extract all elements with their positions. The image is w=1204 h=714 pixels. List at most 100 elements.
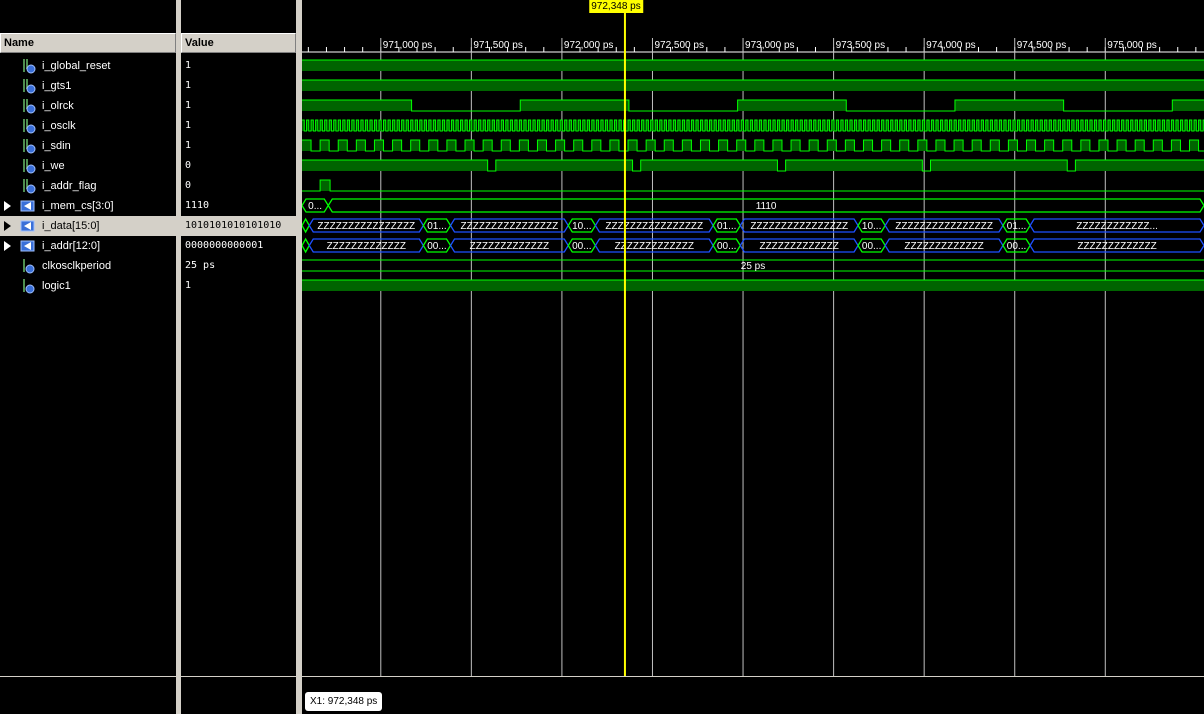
wave-i-osclk-high bbox=[763, 120, 767, 131]
wave-i-osclk-high bbox=[501, 120, 504, 131]
expand-arrow-icon[interactable] bbox=[4, 221, 11, 231]
signal-name: logic1 bbox=[42, 280, 71, 292]
signal-value[interactable]: 1010101010101010 bbox=[181, 216, 296, 236]
timeline-tick-label: 972,000 ps bbox=[564, 40, 614, 51]
wave-i-osclk-high bbox=[659, 120, 662, 131]
wave-i-osclk-high bbox=[858, 120, 862, 131]
value-column-header[interactable]: Value bbox=[181, 33, 296, 53]
wave-i-osclk-high bbox=[1126, 120, 1129, 131]
wave-i-sdin-high bbox=[863, 140, 873, 151]
cursor-time-label[interactable]: 972,348 ps bbox=[589, 0, 643, 13]
wave-i-addr-segment[interactable] bbox=[302, 237, 310, 254]
wave-i-osclk-high bbox=[913, 120, 916, 131]
wave-i-osclk-high bbox=[999, 120, 1002, 131]
wave-i-osclk-high bbox=[369, 120, 373, 131]
signal-value[interactable]: 25 ps bbox=[185, 260, 216, 271]
wave-i-osclk-high bbox=[935, 120, 939, 131]
wave-i-osclk-high bbox=[668, 120, 672, 131]
signal-row[interactable]: logic1 bbox=[0, 276, 176, 296]
signal-row[interactable]: i_we bbox=[0, 156, 176, 176]
wave-i-osclk-high bbox=[863, 120, 866, 131]
wave-i-sdin[interactable] bbox=[302, 139, 1204, 152]
wave-i-osclk-high bbox=[582, 120, 586, 131]
signal-row[interactable]: i_olrck bbox=[0, 96, 176, 116]
wave-i-osclk-high bbox=[768, 120, 771, 131]
signal-row[interactable]: i_mem_cs[3:0] bbox=[0, 196, 176, 216]
wave-i-olrck[interactable] bbox=[302, 99, 1204, 112]
wave-i-osclk-high bbox=[1180, 120, 1183, 131]
signal-name: i_sdin bbox=[42, 140, 71, 152]
expand-arrow-icon[interactable] bbox=[4, 201, 11, 211]
wave-i-sdin-high bbox=[392, 140, 402, 151]
wave-i-sdin-high bbox=[881, 140, 891, 151]
wave-i-addr-flag[interactable] bbox=[302, 179, 1204, 192]
signal-name: i_global_reset bbox=[42, 60, 111, 72]
signal-value[interactable]: 0000000000001 bbox=[185, 240, 264, 251]
wave-i-osclk-high bbox=[840, 120, 844, 131]
wave-i-osclk-high bbox=[695, 120, 699, 131]
signal-row[interactable]: clkosclkperiod bbox=[0, 256, 176, 276]
wave-i-osclk-high bbox=[406, 120, 409, 131]
signal-value[interactable]: 1 bbox=[185, 280, 192, 291]
wave-i-sdin-high bbox=[646, 140, 656, 151]
signal-value[interactable]: 1 bbox=[185, 120, 192, 131]
wave-i-data-segment[interactable] bbox=[1029, 218, 1204, 233]
wave-i-osclk-high bbox=[519, 120, 522, 131]
wave-i-sdin-high bbox=[899, 140, 909, 151]
wave-i-gts1[interactable] bbox=[302, 80, 1204, 91]
signal-row[interactable]: i_data[15:0] bbox=[0, 216, 176, 236]
wave-i-osclk[interactable] bbox=[302, 119, 1204, 132]
wave-i-data-segment[interactable] bbox=[302, 217, 310, 234]
wave-i-osclk-high bbox=[360, 120, 364, 131]
wave-i-osclk-high bbox=[849, 120, 853, 131]
bus-icon bbox=[20, 218, 36, 234]
wave-i-osclk-high bbox=[772, 120, 776, 131]
signal-value[interactable]: 1 bbox=[185, 140, 192, 151]
wave-i-addr-segment[interactable] bbox=[1029, 238, 1204, 253]
wave-i-osclk-high bbox=[673, 120, 676, 131]
name-value-splitter[interactable] bbox=[176, 0, 181, 714]
name-column-header[interactable]: Name bbox=[0, 33, 176, 53]
wave-i-osclk-high bbox=[1017, 120, 1020, 131]
signal-value[interactable]: 1110 bbox=[185, 200, 210, 211]
wave-i-sdin-high bbox=[682, 140, 692, 151]
wave-i-osclk-high bbox=[632, 120, 635, 131]
wave-i-osclk-high bbox=[1171, 120, 1174, 131]
wave-i-sdin-high bbox=[302, 140, 312, 151]
wave-i-osclk-high bbox=[446, 120, 450, 131]
wave-i-mem-cs-segment[interactable] bbox=[327, 198, 1204, 213]
panel-bottom-divider bbox=[0, 676, 300, 677]
wave-i-osclk-high bbox=[976, 120, 979, 131]
wave-i-osclk-high bbox=[483, 120, 486, 131]
signal-row[interactable]: i_addr_flag bbox=[0, 176, 176, 196]
wave-i-sdin-high bbox=[501, 140, 511, 151]
signal-row[interactable]: i_osclk bbox=[0, 116, 176, 136]
signal-row[interactable]: i_gts1 bbox=[0, 76, 176, 96]
signal-value[interactable]: 1 bbox=[185, 60, 192, 71]
signal-row[interactable]: i_addr[12:0] bbox=[0, 236, 176, 256]
wave-logic1[interactable] bbox=[302, 280, 1204, 291]
wave-i-addr-segment-label: ZZZZZZZZZZZZZ bbox=[759, 241, 838, 252]
wave-i-data-segment-label: ZZZZZZZZZZZZZZZZ bbox=[895, 221, 993, 232]
wave-i-global-reset[interactable] bbox=[302, 60, 1204, 71]
wave-i-addr-segment-label: 00... bbox=[427, 241, 446, 252]
wave-i-sdin-high bbox=[555, 140, 565, 151]
wave-i-osclk-high bbox=[415, 120, 418, 131]
signal-row[interactable]: i_global_reset bbox=[0, 56, 176, 76]
signal-value[interactable]: 1 bbox=[185, 100, 192, 111]
expand-arrow-icon[interactable] bbox=[4, 241, 11, 251]
value-wave-splitter[interactable] bbox=[296, 0, 302, 714]
wave-i-we[interactable] bbox=[302, 159, 1204, 172]
wave-i-osclk-high bbox=[311, 120, 314, 131]
signal-value[interactable]: 1 bbox=[185, 80, 192, 91]
signal-value[interactable]: 0 bbox=[185, 160, 192, 171]
signal-name: clkosclkperiod bbox=[42, 260, 112, 272]
wave-i-osclk-high bbox=[845, 120, 848, 131]
bus-icon bbox=[20, 238, 36, 254]
wave-i-osclk-high bbox=[872, 120, 875, 131]
signal-row[interactable]: i_sdin bbox=[0, 136, 176, 156]
signal-value[interactable]: 0 bbox=[185, 180, 192, 191]
wave-i-osclk-high bbox=[1130, 120, 1133, 131]
wave-i-data-segment-label: ZZZZZZZZZZZZZZZZ bbox=[605, 221, 703, 232]
